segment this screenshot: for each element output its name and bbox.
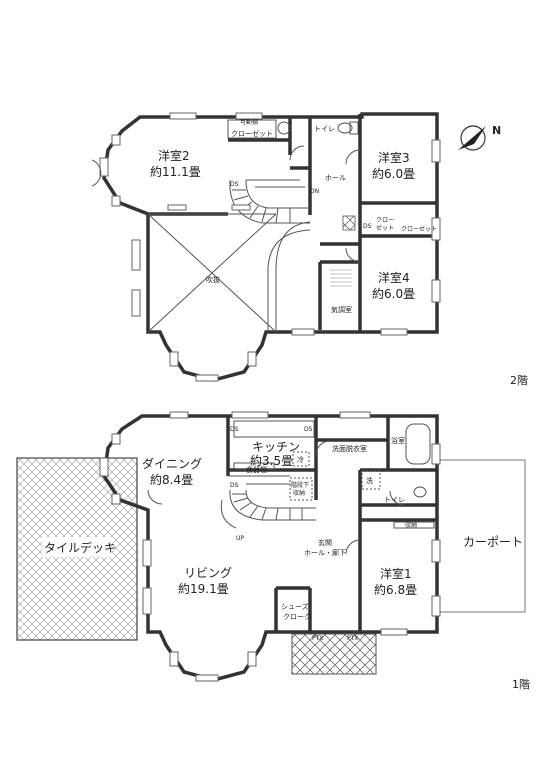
ptx-label-2: PTX — [347, 635, 358, 642]
under-stairs-label-1: 階段下 — [291, 481, 309, 489]
hall-2f-label: ホール — [325, 174, 346, 182]
ds-1f-label-3: DS — [230, 482, 239, 489]
carport-label: カーポート — [463, 535, 523, 549]
wash-label: 洗 — [366, 476, 373, 485]
storage-shelf — [393, 521, 435, 529]
floor2-outer-wall — [102, 112, 439, 382]
room-dining-area: 約8.4畳 — [150, 472, 193, 487]
toilet-1f-label: トイレ — [384, 496, 405, 504]
room-kitchen-name: キッチン — [252, 440, 300, 454]
door-1f-1 — [315, 440, 331, 456]
stair-1f — [220, 475, 316, 529]
door-2f-2 — [345, 149, 361, 165]
compass-label: N — [492, 124, 501, 137]
entrance-label-1: 玄関 — [318, 538, 332, 547]
up-label: UP — [236, 535, 244, 542]
void-label: 吹抜 — [206, 275, 220, 284]
dn-label: DN — [310, 188, 319, 195]
ds-1f-label-2: DS — [304, 426, 313, 433]
storage-label: 収納 — [405, 521, 417, 529]
room-bedroom2-area: 約11.1畳 — [150, 164, 201, 179]
shoes-label-2: クローク — [283, 613, 311, 621]
room-bedroom1-area: 約6.8畳 — [374, 582, 417, 597]
floor2-plan: N 洋室2 約11.1畳 洋室3 約6.0畳 洋室4 約6.0畳 可動棚 クロー… — [91, 112, 528, 387]
tile-deck-label: タイルデッキ — [44, 540, 116, 555]
air-room-vent — [330, 269, 352, 287]
fridge-box — [292, 451, 310, 467]
compass: N — [458, 124, 501, 151]
floor2-label: 2階 — [510, 373, 528, 387]
entrance-label-2: ホール・廊下 — [304, 548, 346, 557]
windows-2f — [99, 112, 441, 382]
entrance-porch — [291, 633, 377, 675]
stair-2f — [229, 179, 311, 332]
shoes-label-1: シューズ — [281, 602, 309, 611]
door-2f-3 — [345, 247, 361, 263]
bathtub — [405, 423, 431, 465]
room-living-name: リビング — [184, 566, 232, 580]
closet-2f-box — [227, 119, 277, 139]
room-bedroom2-name: 洋室2 — [158, 148, 190, 163]
room-bedroom4-name: 洋室4 — [378, 270, 410, 285]
room-living-area: 約19.1畳 — [178, 581, 229, 596]
door-1f-4 — [147, 489, 163, 505]
room-kitchen-area: 約3.5畳 — [250, 453, 293, 468]
door-1f-3 — [389, 490, 405, 506]
floor1-plan: タイルデッキ カーポート — [16, 411, 530, 691]
fridge-label: 冷 — [297, 455, 304, 464]
bath-label-1: 浴室 — [391, 436, 405, 445]
under-stairs-storage-box — [289, 477, 313, 501]
kitchen-counter — [233, 420, 315, 438]
closet-right-label: クローゼット — [401, 225, 437, 233]
ds-2f-label-1: DS — [230, 181, 239, 188]
closet-2f-label: クローゼット — [231, 129, 273, 138]
windows-1f — [99, 411, 441, 682]
floor1-interior-walls — [226, 416, 437, 632]
floor1-label: 1階 — [512, 677, 530, 691]
pantry-label: 食器棚 — [246, 465, 267, 474]
ds-2f-label-2: DS — [363, 223, 372, 230]
ds-duct-2f — [342, 215, 356, 231]
closet-small-label-1: クロー — [376, 217, 394, 224]
door-2f-1 — [289, 145, 305, 161]
door-1f-2 — [345, 539, 361, 555]
room-bedroom3-name: 洋室3 — [378, 150, 410, 165]
pantry-shelf — [233, 462, 275, 470]
room-dining-name: ダイニング — [142, 456, 202, 471]
sink-icon — [277, 121, 291, 135]
room-bedroom3-area: 約6.0畳 — [372, 166, 415, 181]
air-room-label: 気調室 — [331, 305, 352, 314]
door-2f-balcony — [91, 159, 102, 187]
room-bedroom4-area: 約6.0畳 — [372, 286, 415, 301]
closet-small-label-2: ゼット — [376, 224, 394, 232]
washer-box — [361, 470, 381, 490]
toilet-1f-icon — [413, 486, 427, 498]
ds-1f-label-1: DS — [230, 426, 239, 433]
under-stairs-label-2: 収納 — [293, 489, 305, 497]
void-area — [147, 213, 277, 333]
ptx-label-1: PTX — [312, 635, 323, 642]
toilet-2f-icon — [337, 122, 353, 134]
washroom-label: 洗面脱衣室 — [332, 444, 367, 453]
toilet-2f-label: トイレ — [314, 125, 335, 133]
movable-shelf-label: 可動棚 — [240, 118, 258, 126]
room-bedroom1-name: 洋室1 — [380, 566, 412, 581]
